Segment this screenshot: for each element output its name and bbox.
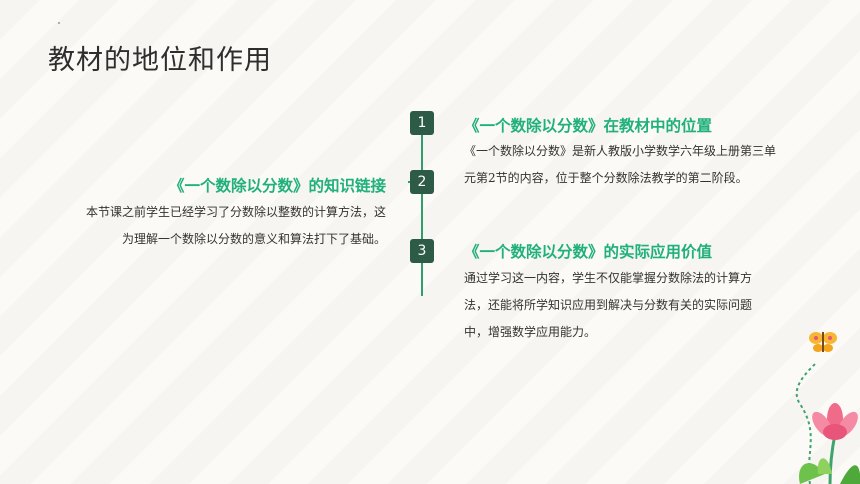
item-2-body: 本节课之前学生已经学习了分数除以整数的计算方法，这为理解一个数除以分数的意义和算…	[86, 205, 387, 246]
step-badge-2: 2	[410, 170, 434, 194]
decorative-dot	[58, 22, 60, 24]
step-badge-1: 1	[410, 111, 434, 135]
item-1-heading: 《一个数除以分数》在教材中的位置	[464, 117, 713, 135]
item-2-heading: 《一个数除以分数》的知识链接	[168, 177, 386, 195]
item-3-body: 通过学习这一内容，学生不仅能掌握分数除法的计算方法，还能将所学知识应用到解决与分…	[464, 271, 753, 339]
timeline-line	[421, 135, 423, 296]
item-1-body: 《一个数除以分数》是新人教版小学数学六年级上册第三单元第2节的内容，位于整个分数…	[464, 144, 777, 185]
butterfly-icon	[809, 332, 837, 352]
item-3-heading: 《一个数除以分数》的实际应用价值	[464, 243, 713, 261]
page-title: 教材的地位和作用	[48, 45, 272, 76]
step-badge-3: 3	[410, 239, 434, 263]
flower-butterfly-illustration	[795, 332, 860, 484]
